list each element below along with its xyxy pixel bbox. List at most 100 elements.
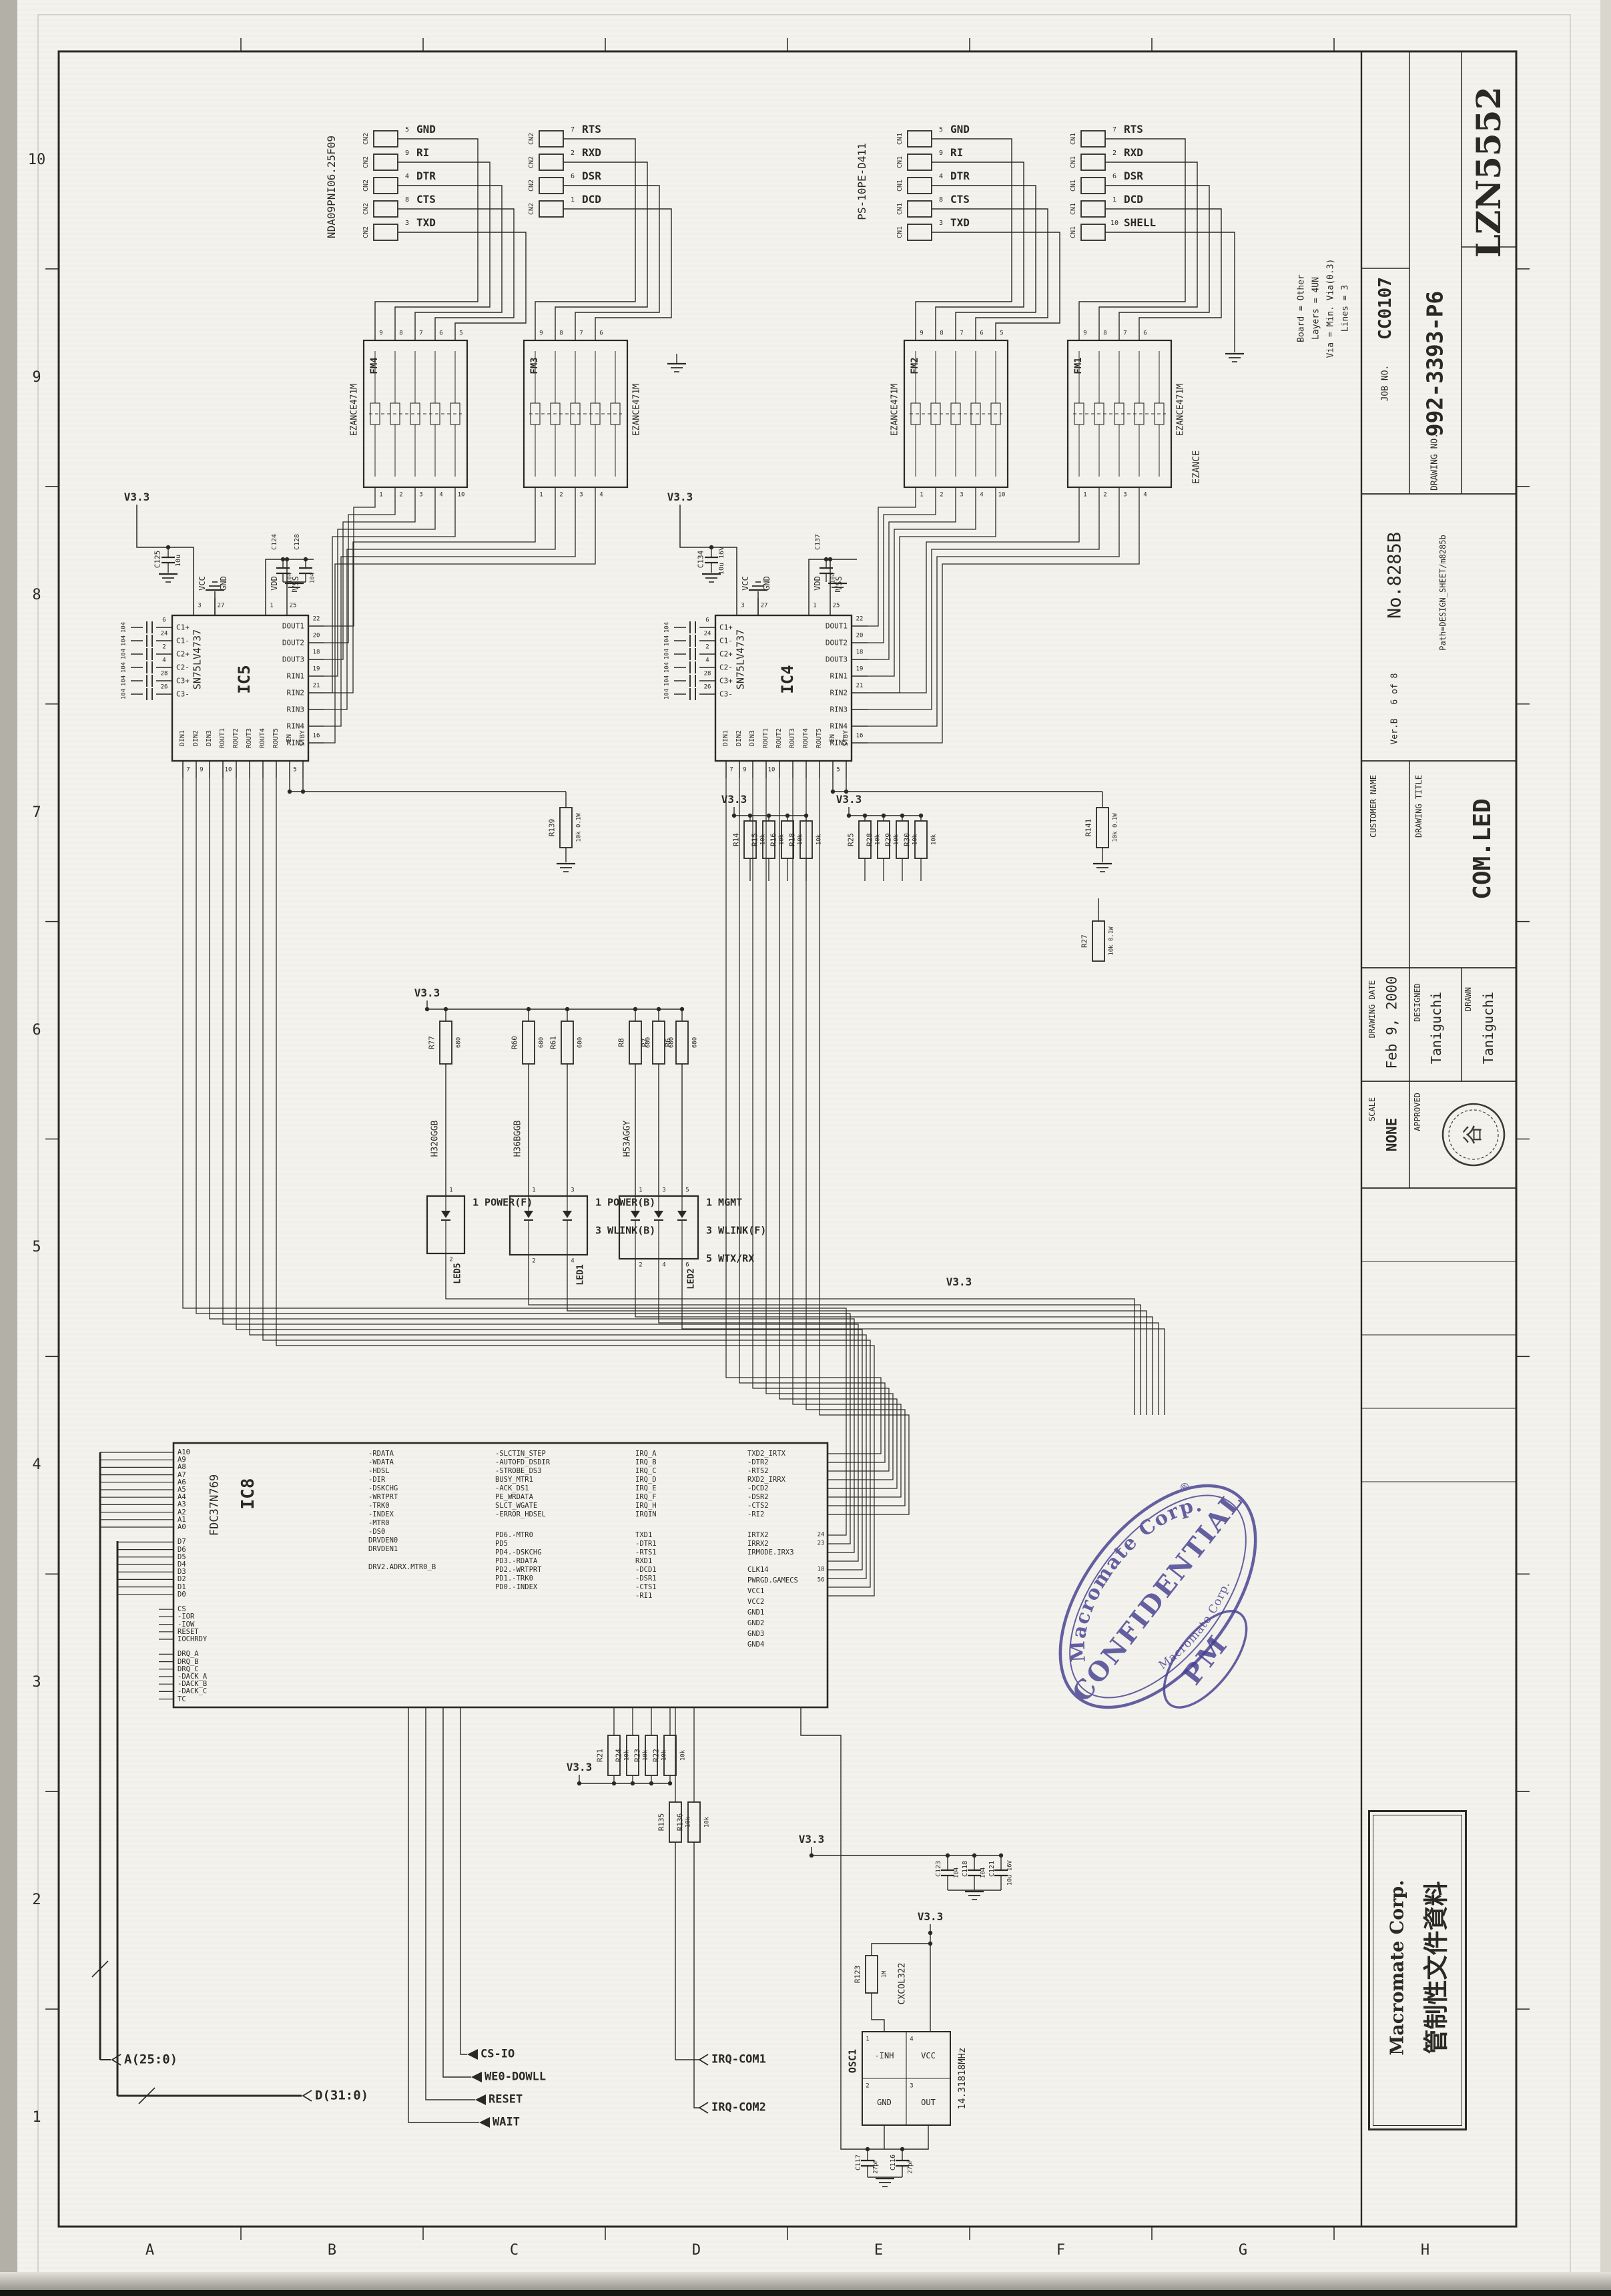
- resistor-value: 10k: [661, 1749, 668, 1761]
- pin-number: 16: [856, 732, 864, 740]
- connector-pin-box: [539, 154, 564, 171]
- filter-pin-number: 3: [579, 491, 583, 499]
- resistor-ref: R28: [865, 833, 874, 846]
- filter-pin-number: 10: [998, 491, 1006, 499]
- filter-pin-number: 9: [920, 330, 924, 337]
- pin-number: 28: [703, 670, 711, 677]
- pin-label: -AUTOFD_DSDIR: [495, 1458, 551, 1466]
- pin-label: DRV2.ADRX.MTR0_B: [368, 1562, 436, 1571]
- signal-name: DCD: [1124, 193, 1143, 206]
- connector-pin-box: [1080, 154, 1106, 171]
- filter-pin-number: 3: [419, 491, 423, 499]
- pin-label: VCC: [741, 576, 750, 591]
- pin-label: RXD1: [635, 1556, 653, 1565]
- irq-signal-label: IRQ-COM1: [711, 2052, 766, 2066]
- resistor-value: 10k: [759, 834, 767, 846]
- pin-label: PWRGD.GAMECS: [747, 1576, 798, 1585]
- pin-number: 20: [312, 632, 320, 639]
- connector-pin-box: [373, 154, 398, 171]
- capacitor-value: 104: [663, 635, 671, 647]
- pin-number: 24: [160, 630, 168, 637]
- resistor-ref: R18: [787, 833, 797, 846]
- pin-label: SLCT_WGATE: [495, 1501, 538, 1510]
- pin-label: DRQ_B: [178, 1657, 199, 1666]
- filter-ref: FM1: [1073, 357, 1084, 374]
- document-control-box: [1368, 1810, 1467, 2130]
- pin-label: A9: [178, 1455, 186, 1464]
- pin-number: 5: [404, 126, 410, 133]
- pin-label: PD3.-RDATA: [495, 1556, 538, 1565]
- pin-label: D2: [178, 1575, 186, 1584]
- grid-ref-letter: A: [145, 2242, 155, 2259]
- pin-label: STBY: [842, 730, 850, 747]
- pin-label: -DSKCHG: [368, 1484, 398, 1492]
- outer-page-border: [37, 14, 1571, 2279]
- connector-ref: CN1: [1070, 202, 1077, 216]
- resistor-value: 10k: [874, 834, 882, 846]
- resistor-R141: [1096, 807, 1109, 848]
- host-signal-label: CS-IO: [480, 2047, 515, 2061]
- pin-label: RIN1: [286, 671, 305, 681]
- resistor-ref: R136: [675, 1813, 685, 1831]
- capacitor-value: 27pF: [872, 2159, 880, 2174]
- resistor-ref: R24: [614, 1749, 623, 1762]
- ic-ref: IC8: [238, 1478, 258, 1510]
- pin-label: RIN4: [830, 722, 848, 731]
- pin-label: -RTS1: [635, 1548, 657, 1556]
- pin-label: -ACK_DS1: [495, 1484, 529, 1492]
- pin-number: 3: [938, 220, 944, 227]
- connector-ref: CN2: [528, 132, 535, 146]
- filter-pin-number: 6: [1143, 330, 1147, 337]
- pin-label: DIN1: [722, 730, 729, 747]
- signal-name: GND: [950, 123, 970, 135]
- capacitor-value: 104: [953, 1867, 960, 1879]
- pin-number: 10: [224, 766, 232, 774]
- signal-name: DTR: [416, 170, 436, 182]
- pin-label: -RI1: [635, 1591, 653, 1600]
- oscillator-frequency: 14.31818MHz: [957, 2047, 968, 2110]
- grid-ref-letter: F: [1056, 2242, 1066, 2259]
- resistor-ref: R29: [884, 833, 893, 846]
- pin-label: -DTR1: [635, 1539, 657, 1548]
- led-part-number: H36BGGB: [513, 1120, 523, 1157]
- resistor-value: 10k: [623, 1749, 631, 1761]
- pin-label: TXD2_IRTX: [747, 1449, 785, 1458]
- resistor-ref: R14: [731, 833, 741, 846]
- capacitor-value: 104: [663, 675, 671, 687]
- filter-pin-number: 4: [980, 491, 984, 499]
- pin-number: 24: [817, 1531, 825, 1538]
- ic-IC4: [714, 614, 853, 762]
- drawing-date: Feb 9, 2000: [1383, 976, 1400, 1069]
- resistor-ref: R7: [640, 1038, 649, 1047]
- capacitor-value: 104: [663, 661, 671, 673]
- pin-label: ROUT1: [762, 728, 769, 749]
- resistor-R7: [652, 1021, 665, 1065]
- pin-label: -IOR: [178, 1613, 195, 1621]
- pin-label: D5: [178, 1552, 186, 1561]
- pin-number: 56: [817, 1576, 825, 1584]
- resistor-ref: R6: [663, 1038, 673, 1047]
- filter-ref: FM3: [529, 357, 540, 374]
- pin-number: 3: [198, 602, 202, 609]
- pin-label: C2-: [719, 663, 733, 672]
- power-net-label: V3.3: [414, 986, 440, 999]
- pin-label: IRQ_H: [635, 1501, 657, 1510]
- filter-pin-number: 7: [419, 330, 423, 337]
- ic-IC8: [172, 1442, 829, 1709]
- pin-number: 2: [1112, 150, 1117, 157]
- pin-number: 1: [813, 602, 817, 609]
- capacitor-value: 10u 16V: [718, 546, 725, 575]
- pin-number: 3: [404, 220, 410, 227]
- pin-number: 1: [866, 2036, 870, 2043]
- resistor-ref: R21: [595, 1749, 605, 1762]
- host-signal-label: WE0-DOWLL: [485, 2070, 547, 2084]
- pin-label: C2-: [176, 663, 190, 672]
- resistor-value: 10k: [797, 834, 804, 846]
- pin-label: -RTS2: [747, 1466, 769, 1475]
- pin-number: 5: [938, 126, 944, 133]
- filter-part-number: EZANCE471M: [1175, 383, 1186, 437]
- pin-label: C2+: [176, 649, 190, 659]
- pin-number: 4: [938, 173, 944, 180]
- filter-pin-number: 10: [457, 491, 465, 499]
- pin-label: A4: [178, 1492, 186, 1501]
